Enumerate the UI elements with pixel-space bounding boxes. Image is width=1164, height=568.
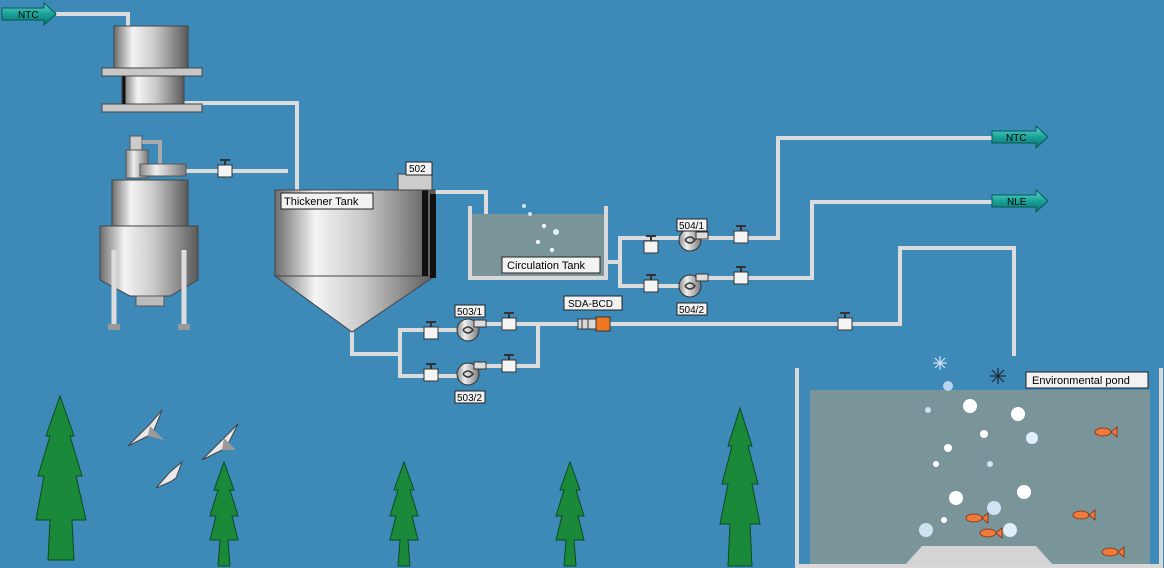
circulation-label: Circulation Tank (507, 260, 586, 272)
valve-503-2-out[interactable] (501, 354, 517, 373)
valve-503-1-in[interactable] (423, 321, 439, 340)
bird-icon (201, 423, 239, 461)
valve-agitator[interactable] (217, 159, 233, 178)
pump-503-1-label: 503/1 (457, 307, 482, 318)
thickener-label: Thickener Tank (284, 196, 359, 208)
arrow-ntc-top[interactable]: NTC (1, 1, 57, 27)
tree-icon (209, 460, 239, 567)
sda-bcd-device[interactable]: SDA-BCD (563, 295, 623, 332)
pond-label: Environmental pond (1032, 375, 1130, 387)
scrubber-tower[interactable] (101, 25, 203, 113)
pump-504-1[interactable]: 504/1 (676, 218, 709, 252)
tree-icon (719, 406, 761, 567)
arrow-ntc-right[interactable]: NTC (991, 124, 1049, 150)
valve-503-2-in[interactable] (423, 363, 439, 382)
arrow-nle-right[interactable]: NLE (991, 188, 1049, 214)
pump-504-2[interactable]: 504/2 (676, 273, 709, 316)
pump-504-2-label: 504/2 (679, 305, 704, 316)
pump-503-2[interactable]: 503/2 (454, 361, 487, 404)
thickener-tank[interactable]: Thickener Tank 502 (273, 161, 437, 333)
tree-icon (389, 460, 419, 567)
arrow-ntc-right-label: NTC (1006, 133, 1027, 144)
valve-503-1-out[interactable] (501, 312, 517, 331)
thickener-tag: 502 (409, 164, 426, 175)
fish-icon (979, 527, 1003, 539)
environmental-pond[interactable]: Environmental pond (795, 356, 1163, 568)
pump-503-2-label: 503/2 (457, 393, 482, 404)
circulation-label-box (501, 256, 601, 274)
valve-504-2-in[interactable] (643, 274, 659, 293)
arrow-ntc-top-label: NTC (18, 10, 39, 21)
fish-icon (965, 512, 989, 524)
fish-icon (1101, 546, 1125, 558)
fish-icon (1094, 426, 1118, 438)
tree-icon (555, 460, 585, 567)
valve-504-1-out[interactable] (733, 225, 749, 244)
pump-503-1[interactable]: 503/1 (454, 304, 487, 342)
pump-504-1-label: 504/1 (679, 221, 704, 232)
bird-icon (155, 460, 184, 489)
valve-504-1-in[interactable] (643, 235, 659, 254)
valve-pond-line[interactable] (837, 312, 853, 331)
tree-icon (35, 394, 87, 561)
bird-icon (127, 409, 164, 447)
thickener-label-box (280, 192, 374, 210)
sda-bcd-label: SDA-BCD (568, 299, 613, 310)
agitator-tank[interactable] (99, 135, 199, 330)
fish-icon (1072, 509, 1096, 521)
circulation-tank[interactable]: Circulation Tank (468, 204, 608, 280)
arrow-nle-right-label: NLE (1007, 197, 1027, 208)
valve-504-2-out[interactable] (733, 266, 749, 285)
